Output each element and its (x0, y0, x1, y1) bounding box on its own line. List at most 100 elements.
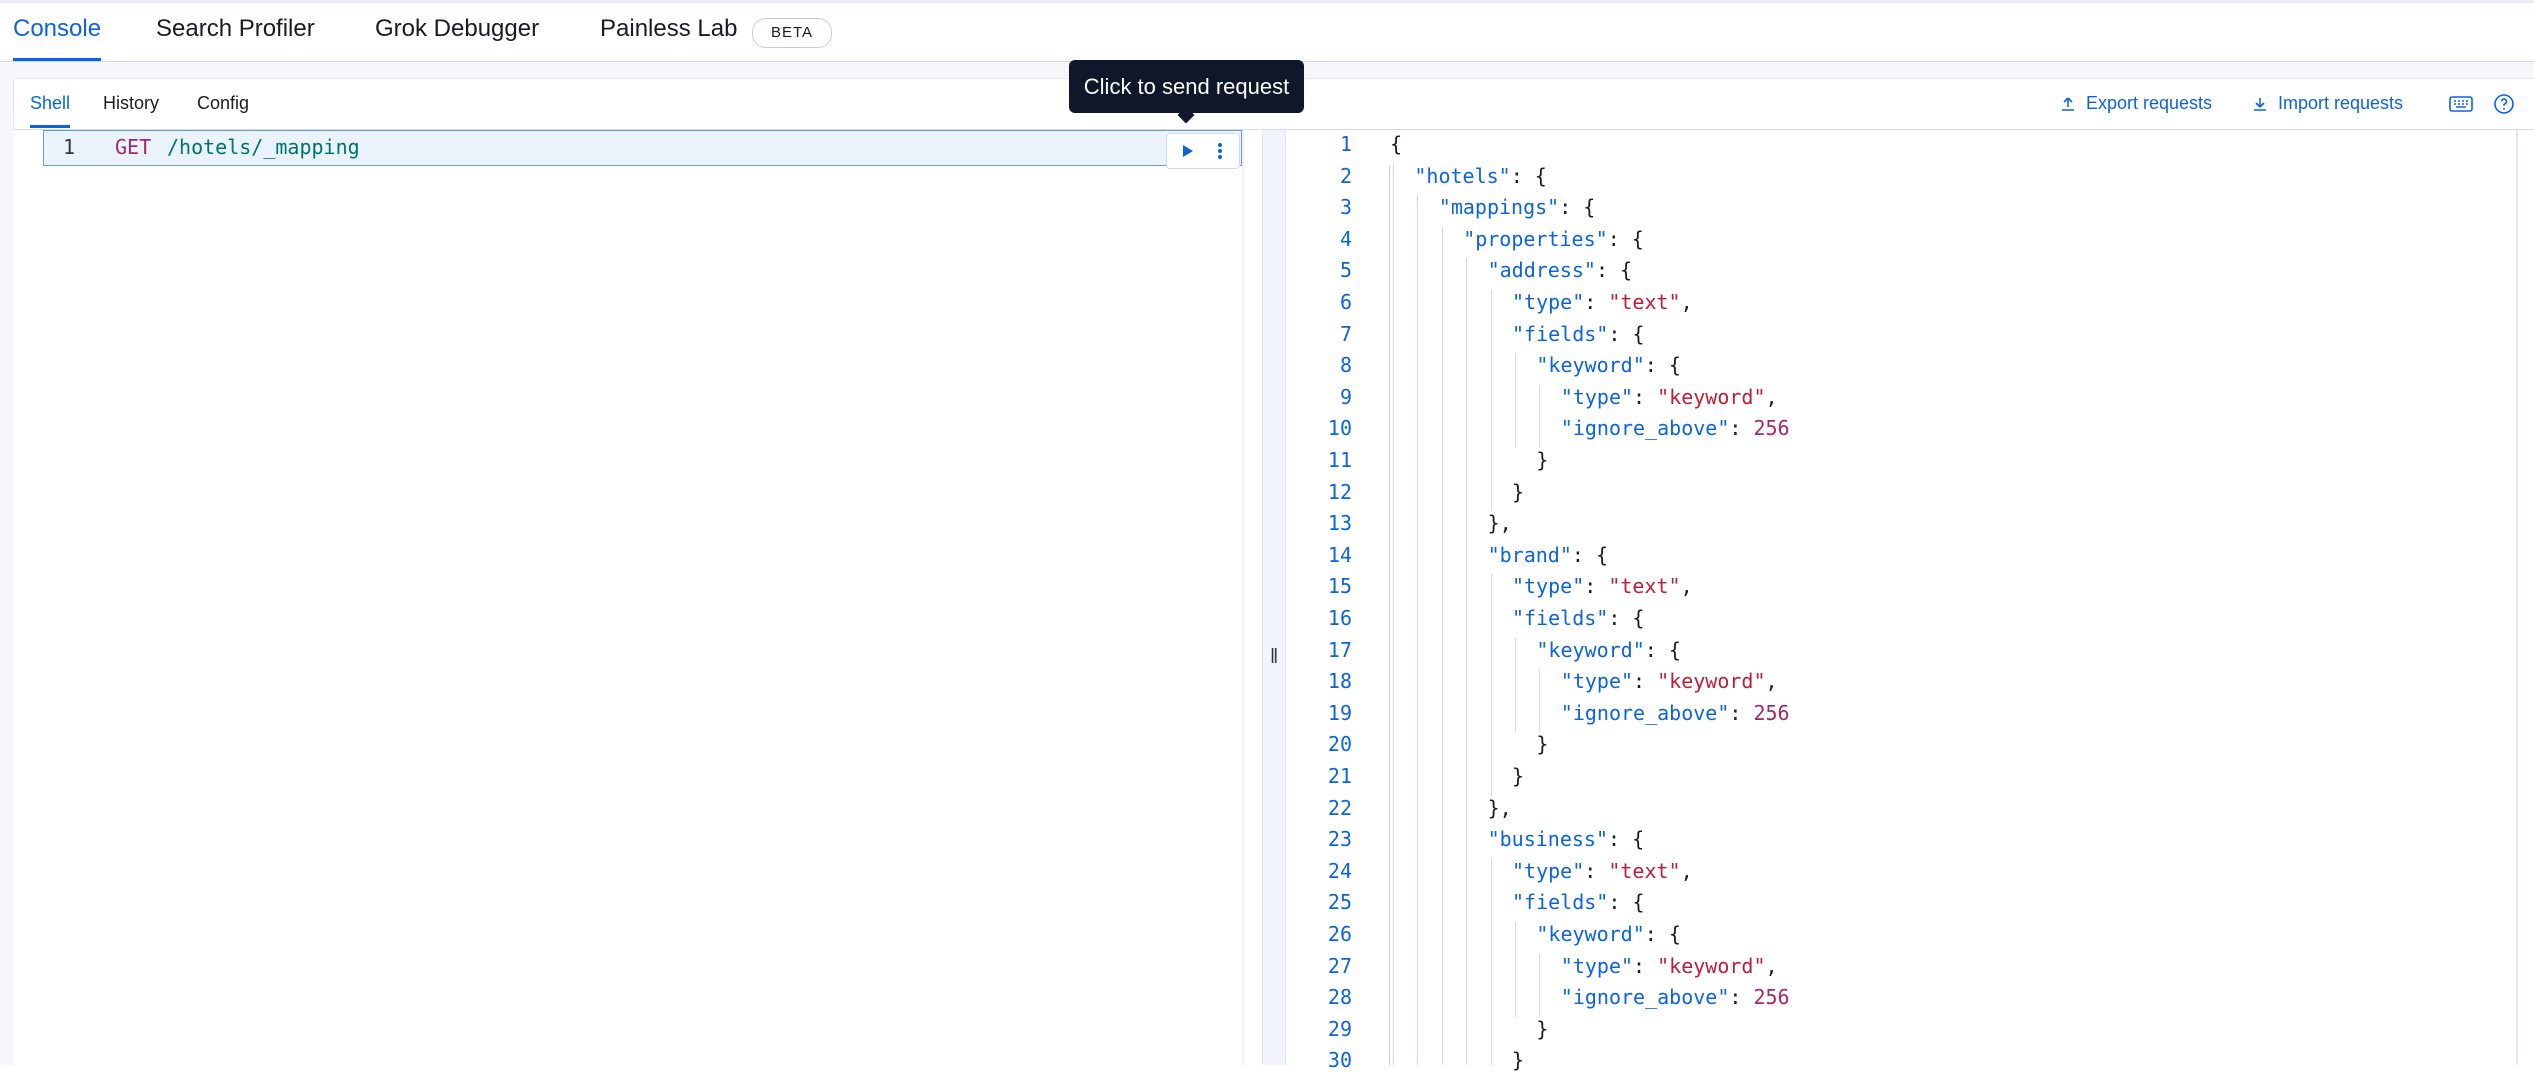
response-output[interactable] (1286, 130, 2518, 1065)
json-key: "ignore_above" (1560, 700, 1730, 725)
json-punctuation: , (1765, 384, 1778, 409)
response-line-number: 25 (1327, 890, 1352, 915)
response-code-line: "brand": { (1488, 543, 1608, 567)
json-punctuation: : { (1607, 226, 1644, 251)
indent-guide (1539, 953, 1541, 1017)
response-line-number: 19 (1327, 700, 1352, 725)
json-punctuation: , (1765, 953, 1778, 978)
json-string-value: "keyword" (1657, 953, 1766, 978)
response-code-line: "fields": { (1512, 322, 1644, 346)
json-punctuation: : { (1644, 922, 1681, 946)
json-key: "ignore_above" (1560, 416, 1730, 441)
indent-guide (1490, 290, 1492, 512)
tab-grok-debugger[interactable]: Grok Debugger (375, 15, 540, 42)
panel-resizer[interactable] (1262, 130, 1286, 1065)
response-code-line: "fields": { (1512, 890, 1644, 914)
response-line-number: 5 (1339, 258, 1352, 283)
request-options-button[interactable] (1208, 138, 1232, 164)
indent-guide (1490, 858, 1492, 1065)
json-string-value: "keyword" (1657, 384, 1766, 409)
json-punctuation: } (1512, 1048, 1525, 1072)
json-number-value: 256 (1753, 700, 1790, 725)
keyboard-icon[interactable] (2448, 92, 2474, 116)
response-line-number: 7 (1339, 321, 1352, 346)
response-line-number: 26 (1327, 922, 1352, 946)
response-code-line: "ignore_above": 256 (1561, 701, 1790, 725)
export-requests-button[interactable]: Export requests (2060, 92, 2212, 114)
send-request-button[interactable] (1174, 138, 1200, 164)
json-string-value: "text" (1608, 858, 1681, 883)
json-key: "type" (1512, 858, 1585, 883)
response-code-line: } (1512, 480, 1524, 504)
json-key: "type" (1560, 953, 1634, 978)
json-key: "address" (1487, 258, 1596, 283)
json-key: "keyword" (1536, 637, 1645, 662)
indent-guide (1515, 637, 1516, 733)
json-colon: : (1584, 858, 1609, 883)
tab-config[interactable]: Config (197, 93, 250, 113)
import-requests-button[interactable]: Import requests (2252, 92, 2403, 114)
response-line-number: 13 (1327, 511, 1352, 536)
response-line-number: 29 (1327, 1016, 1352, 1041)
response-code-line: } (1512, 1048, 1524, 1072)
tab-search-profiler[interactable]: Search Profiler (156, 15, 315, 42)
response-code-line: "mappings": { (1439, 195, 1596, 219)
json-punctuation: } (1536, 732, 1549, 757)
response-code-line: } (1536, 448, 1548, 472)
request-method: GET (115, 135, 152, 159)
response-code-line: } (1512, 764, 1524, 788)
json-key: "ignore_above" (1560, 985, 1730, 1010)
response-line-number: 22 (1327, 795, 1352, 820)
response-line-number: 4 (1339, 226, 1352, 251)
tab-history[interactable]: History (103, 93, 160, 113)
request-line-number: 1 (63, 135, 76, 159)
response-code-line: "type": "text", (1512, 290, 1693, 314)
json-punctuation: : { (1595, 258, 1633, 283)
tab-console[interactable]: Console (13, 14, 102, 61)
json-key: "fields" (1512, 890, 1609, 915)
response-code-line: "address": { (1488, 258, 1633, 282)
json-punctuation: : { (1644, 637, 1681, 662)
json-punctuation: : { (1644, 353, 1681, 378)
response-line-number: 17 (1327, 637, 1352, 662)
json-punctuation: { (1390, 132, 1403, 156)
response-line-number: 28 (1327, 985, 1352, 1010)
response-code-line: "ignore_above": 256 (1561, 416, 1790, 440)
response-code-line: }, (1488, 796, 1512, 820)
json-punctuation: : { (1608, 890, 1645, 915)
export-requests-label: Export requests (2086, 93, 2213, 113)
response-line-number: 16 (1327, 606, 1352, 630)
tab-painless-lab[interactable]: Painless Lab (600, 15, 738, 42)
json-key: "type" (1560, 384, 1634, 409)
json-punctuation: , (1765, 669, 1778, 694)
json-string-value: "text" (1608, 574, 1681, 599)
response-code-line: "type": "keyword", (1561, 385, 1778, 409)
json-key: "fields" (1512, 321, 1609, 346)
resize-grip-icon[interactable]: ‖ (1270, 646, 1279, 668)
response-code-line: "ignore_above": 256 (1561, 985, 1790, 1009)
indent-guide (1417, 195, 1419, 1065)
json-key: "business" (1487, 827, 1609, 852)
response-line-number: 30 (1327, 1048, 1352, 1072)
tab-shell[interactable]: Shell (30, 92, 71, 128)
response-code-line: "hotels": { (1414, 164, 1546, 188)
response-code-line: "business": { (1488, 827, 1645, 851)
response-line-number: 23 (1327, 827, 1352, 852)
indent-guide (1515, 922, 1516, 1017)
json-key: "type" (1560, 669, 1634, 694)
response-line-number: 14 (1327, 542, 1352, 567)
response-line-number: 10 (1327, 416, 1352, 441)
request-editor[interactable] (13, 130, 1243, 1065)
response-code-line: "keyword": { (1536, 638, 1681, 662)
help-icon[interactable] (2492, 92, 2518, 116)
json-string-value: "keyword" (1657, 669, 1766, 694)
response-code-line: "keyword": { (1536, 353, 1681, 377)
json-colon: : (1633, 669, 1658, 694)
response-code-line: "fields": { (1512, 606, 1644, 630)
json-number-value: 256 (1753, 416, 1790, 441)
indent-guide (1466, 258, 1468, 1065)
json-punctuation: } (1512, 479, 1525, 504)
response-line-number: 2 (1339, 163, 1352, 188)
beta-badge: BETA (752, 18, 833, 48)
request-line-highlight[interactable] (43, 130, 1242, 166)
